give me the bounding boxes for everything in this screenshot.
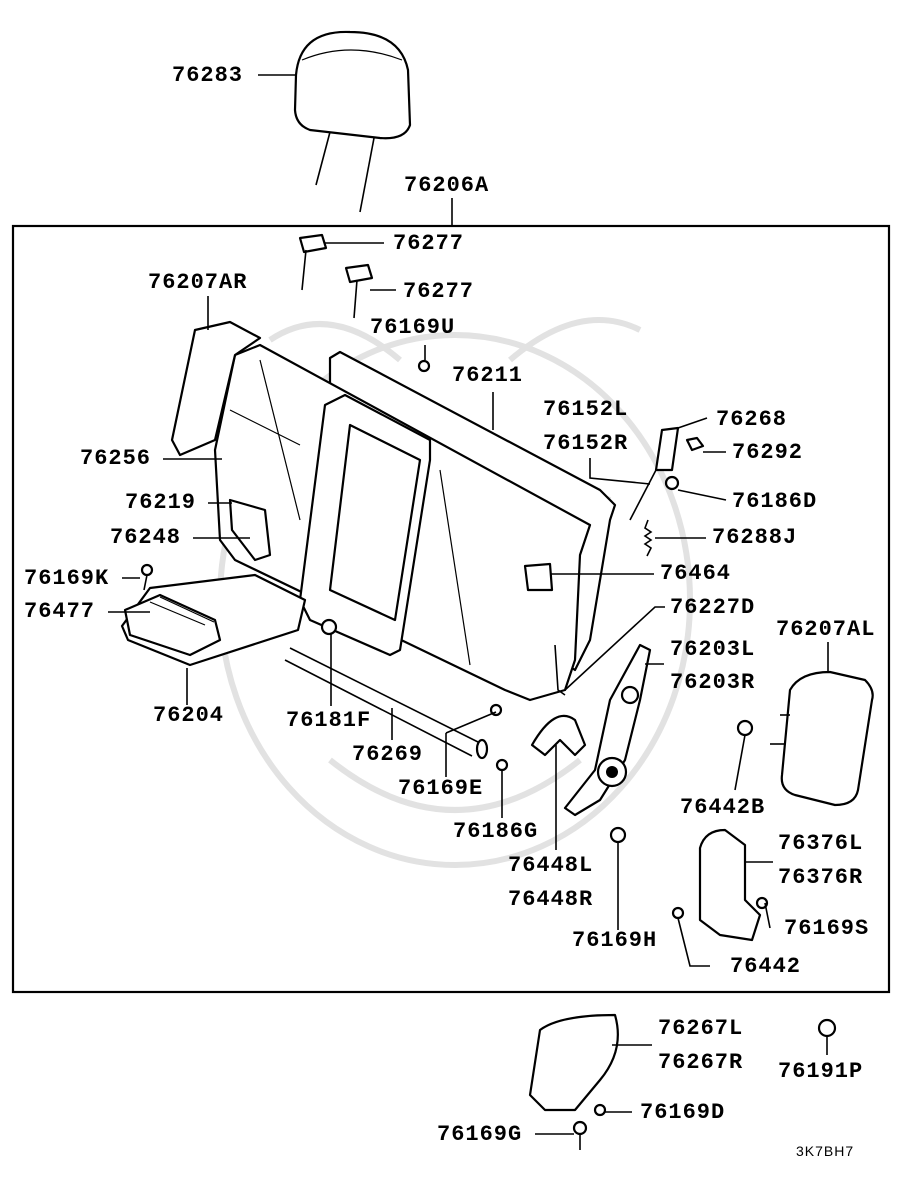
part-label-76203R: 76203R [670, 670, 756, 695]
part-label-76181F: 76181F [286, 708, 372, 733]
part-label-76267L: 76267L [658, 1016, 744, 1041]
part-label-76207AR: 76207AR [148, 270, 248, 295]
part-label-76442B: 76442B [680, 795, 766, 820]
part-label-76211: 76211 [452, 363, 524, 388]
part-label-76288J: 76288J [712, 525, 798, 550]
part-label-76169H: 76169H [572, 928, 658, 953]
part-label-76169G: 76169G [437, 1122, 523, 1147]
part-label-76464: 76464 [660, 561, 732, 586]
part-label-76152R: 76152R [543, 431, 629, 456]
rod-part [284, 647, 489, 760]
part-label-76448L: 76448L [508, 853, 594, 878]
part-label-76292: 76292 [732, 440, 804, 465]
part-label-76219: 76219 [125, 490, 197, 515]
recliner-part [563, 643, 652, 817]
hinge-cover-part [698, 828, 762, 942]
part-label-76186D: 76186D [732, 489, 818, 514]
part-label-76169D: 76169D [640, 1100, 726, 1125]
part-label-76283: 76283 [172, 63, 244, 88]
headrest-part [293, 30, 412, 213]
part-label-76442: 76442 [730, 954, 802, 979]
seatback-cushion-part [213, 343, 592, 702]
leader-lines [108, 74, 829, 1135]
side-bolster-left-part [770, 670, 874, 807]
part-label-76376R: 76376R [778, 865, 864, 890]
part-label-76227D: 76227D [670, 595, 756, 620]
spring-part [643, 519, 653, 557]
part-label-76169S: 76169S [784, 916, 870, 941]
part-label-76169U: 76169U [370, 315, 456, 340]
part-label-76206A: 76206A [404, 173, 490, 198]
part-label-76152L: 76152L [543, 397, 629, 422]
outer-cover-part [528, 1013, 619, 1112]
bracket-part [523, 562, 554, 592]
part-label-76267R: 76267R [658, 1050, 744, 1075]
part-label-76256: 76256 [80, 446, 152, 471]
wire-part [554, 644, 566, 696]
part-label-76191P: 76191P [778, 1059, 864, 1084]
part-label-76277-top: 76277 [393, 231, 465, 256]
part-label-76448R: 76448R [508, 887, 594, 912]
part-label-76376L: 76376L [778, 831, 864, 856]
assembly-frame [11, 224, 891, 994]
part-label-76169K: 76169K [24, 566, 110, 591]
part-label-76269: 76269 [352, 742, 424, 767]
part-label-76204: 76204 [153, 703, 225, 728]
part-label-76169E: 76169E [398, 776, 484, 801]
pad-part [228, 498, 272, 562]
part-label-76248: 76248 [110, 525, 182, 550]
part-label-76268: 76268 [716, 407, 788, 432]
side-bolster-right-part [170, 320, 262, 457]
part-label-76203L: 76203L [670, 637, 756, 662]
latch-part [629, 426, 705, 521]
cover-part [530, 714, 587, 757]
part-label-76277: 76277 [403, 279, 475, 304]
fasteners [140, 233, 837, 1150]
part-label-76207AL: 76207AL [776, 617, 876, 642]
part-label-76186G: 76186G [453, 819, 539, 844]
diagram-code: 3K7BH7 [796, 1143, 855, 1159]
armrest-part [120, 573, 307, 667]
part-label-76477: 76477 [24, 599, 96, 624]
